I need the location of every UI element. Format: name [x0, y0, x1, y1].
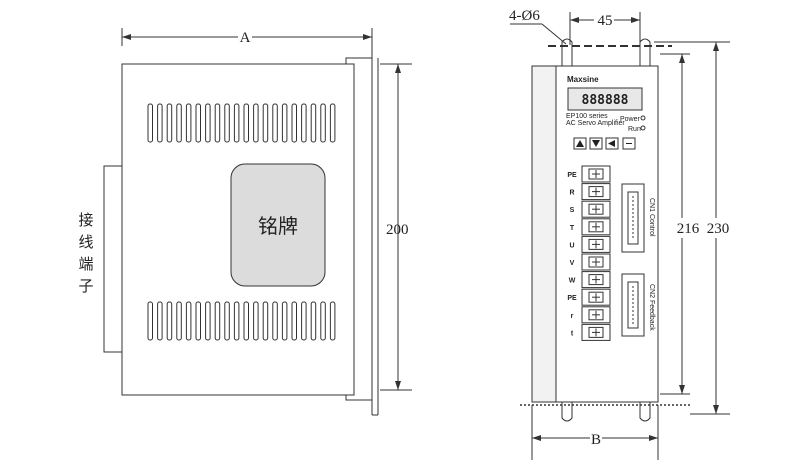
terminal-labels: PE R S T U V W PE r t: [567, 172, 577, 337]
button-down: [589, 137, 603, 150]
vent-slot: [214, 103, 221, 143]
terminal-label: PE: [567, 172, 577, 179]
vent-slot: [243, 103, 249, 143]
dim-label-b: B: [591, 432, 601, 448]
vent-slot: [253, 301, 259, 341]
terminal-screw: [581, 271, 611, 289]
vent-slot: [176, 301, 182, 341]
nameplate-area: [230, 163, 326, 287]
vent-slot: [310, 103, 317, 143]
terminal-screw: [581, 306, 611, 324]
vent-slot: [147, 103, 153, 143]
terminal-strip: [581, 165, 611, 341]
dim-label-45: 45: [598, 13, 613, 29]
vent-slot: [224, 103, 230, 143]
vent-slot: [195, 103, 201, 143]
vent-slot: [195, 301, 201, 341]
run-led: [640, 125, 646, 131]
cn2-connector: [621, 273, 645, 337]
dim-label-a: A: [240, 30, 251, 46]
vent-slot: [281, 103, 288, 143]
vent-slot: [291, 301, 297, 341]
vent-slot: [291, 103, 297, 143]
terminal-label: r: [571, 313, 574, 320]
vent-slot: [301, 103, 307, 143]
vent-slot: [214, 301, 221, 341]
run-led-label: Run: [628, 126, 641, 133]
terminal-label: S: [570, 207, 575, 214]
brand-label: Maxsine: [567, 75, 599, 84]
terminal-screw: [581, 288, 611, 306]
vent-slot: [147, 301, 153, 341]
hole-spec-label: 4-Ø6: [509, 8, 540, 24]
terminal-label-char-3: 端: [78, 255, 93, 273]
terminal-label-char-4: 子: [78, 277, 93, 295]
vent-slot: [329, 301, 336, 341]
vent-slot: [157, 301, 163, 341]
vent-slot: [262, 301, 269, 341]
vent-slot: [272, 103, 278, 143]
series-line-1: EP100 series: [566, 113, 608, 120]
vent-slot: [205, 103, 211, 143]
display-digits: 888888: [582, 93, 629, 108]
terminal-label: W: [569, 278, 576, 285]
terminal-label: T: [570, 225, 575, 232]
button-enter: [622, 137, 636, 150]
dim-label-200: 200: [386, 222, 409, 238]
top-vent-slots: [147, 103, 336, 143]
vent-slot: [320, 301, 326, 341]
terminal-block-outline: [103, 165, 123, 353]
vent-slot: [253, 103, 259, 143]
terminal-label: PE: [567, 295, 577, 302]
bottom-vent-slots: [147, 301, 336, 341]
power-led: [640, 115, 646, 121]
cn1-label: CN1 Control: [648, 198, 655, 237]
vent-slot: [233, 301, 240, 341]
vent-slot: [176, 103, 182, 143]
vent-slot: [281, 301, 288, 341]
terminal-label-char-1: 接: [78, 211, 93, 229]
terminal-screw: [581, 218, 611, 236]
button-up: [573, 137, 587, 150]
front-view: [510, 12, 730, 460]
side-view: [103, 28, 412, 416]
vent-slot: [185, 103, 192, 143]
terminal-screw: [581, 253, 611, 271]
vent-slot: [310, 301, 317, 341]
button-left: [605, 137, 619, 150]
vent-slot: [272, 301, 278, 341]
cn1-connector: [621, 183, 645, 253]
vent-slot: [185, 301, 192, 341]
vent-slot: [320, 103, 326, 143]
terminal-screw: [581, 200, 611, 218]
vent-slot: [329, 103, 336, 143]
terminal-label: t: [571, 330, 574, 337]
terminal-label: R: [569, 190, 574, 197]
series-line-2: AC Servo Amplifier: [566, 120, 625, 127]
vent-slot: [262, 103, 269, 143]
terminal-label: U: [569, 242, 574, 249]
power-led-label: Power: [620, 116, 641, 123]
terminal-screw: [581, 165, 611, 183]
vent-slot: [205, 301, 211, 341]
vent-slot: [157, 103, 163, 143]
terminal-label: V: [570, 260, 575, 267]
nameplate-label: 铭牌: [258, 214, 298, 238]
vent-slot: [301, 301, 307, 341]
terminal-screw: [581, 183, 611, 201]
vent-slot: [233, 103, 240, 143]
led-display: [567, 87, 643, 111]
vent-slot: [166, 103, 173, 143]
dim-label-216: 216: [677, 221, 700, 237]
cn2-label: CN2 Feedback: [648, 284, 655, 331]
terminal-screw: [581, 235, 611, 253]
vent-slot: [224, 301, 230, 341]
dim-label-230: 230: [707, 221, 730, 237]
terminal-screw: [581, 323, 611, 341]
vent-slot: [166, 301, 173, 341]
vent-slot: [243, 301, 249, 341]
terminal-label-char-2: 线: [78, 233, 93, 251]
